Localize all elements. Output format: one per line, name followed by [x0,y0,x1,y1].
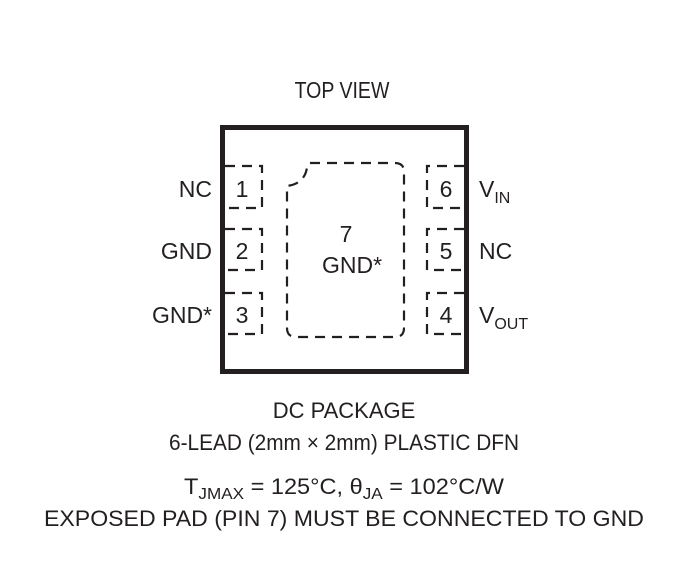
caption-lead: 6-LEAD (2mm × 2mm) PLASTIC DFN [169,430,519,455]
pin-5-pad [425,227,464,272]
caption-package: DC PACKAGE [273,398,416,423]
pin-3-pad [225,291,264,336]
pin-4-pad [425,291,464,336]
pin-2-number: 2 [236,238,249,264]
pin-1-number: 1 [236,176,249,202]
pin-6-number: 6 [440,176,453,202]
pin-3-number: 3 [236,302,249,328]
pin-3-name: GND* [152,302,212,328]
caption-exposed-pad-note: EXPOSED PAD (PIN 7) MUST BE CONNECTED TO… [44,506,644,531]
exposed-pad [285,161,406,339]
pin-6-pad [425,164,464,210]
pin-6-name: VIN [479,176,510,207]
pin-5-number: 5 [440,238,453,264]
pin-1-name: NC [179,176,212,202]
pin-4-name: VOUT [479,302,528,333]
package-outline [220,125,469,374]
pin-2-name: GND [161,238,212,264]
pin-7-number: 7 [340,221,353,247]
pin-4-number: 4 [440,302,453,328]
pin-2-pad [225,227,264,272]
top-view-title: TOP VIEW [295,78,391,104]
pin-7-name: GND* [322,252,382,278]
pin-5-name: NC [479,238,512,264]
pin-1-pad [225,164,264,210]
